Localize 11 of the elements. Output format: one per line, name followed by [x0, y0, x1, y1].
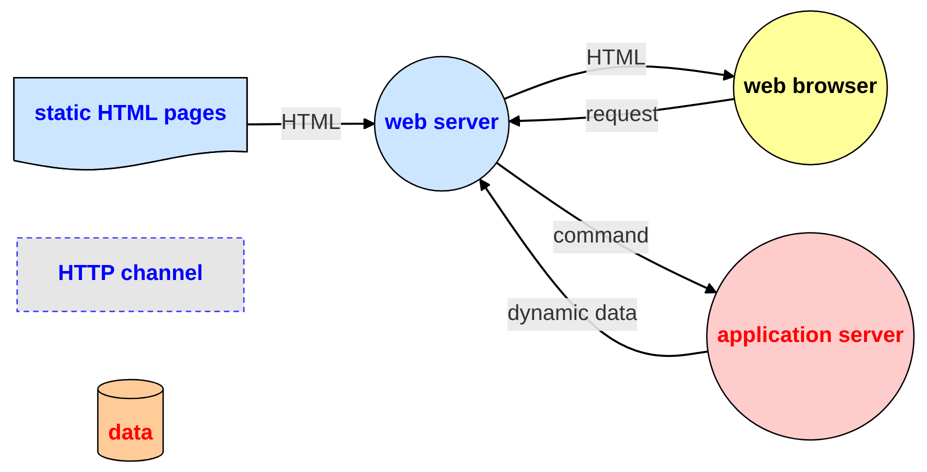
node-circle: application server: [706, 232, 914, 441]
node-circle: web server: [373, 56, 510, 192]
edge-label: command: [552, 224, 648, 248]
edge-label: request: [585, 103, 658, 127]
edge-label: HTML: [586, 46, 646, 70]
edge-label: dynamic data: [507, 302, 637, 326]
arrow: [478, 178, 708, 357]
arrow: [496, 162, 717, 294]
node-box: HTTP channel: [16, 237, 244, 312]
node-circle: web browser: [732, 10, 888, 166]
edge-label: HTML: [280, 111, 340, 135]
